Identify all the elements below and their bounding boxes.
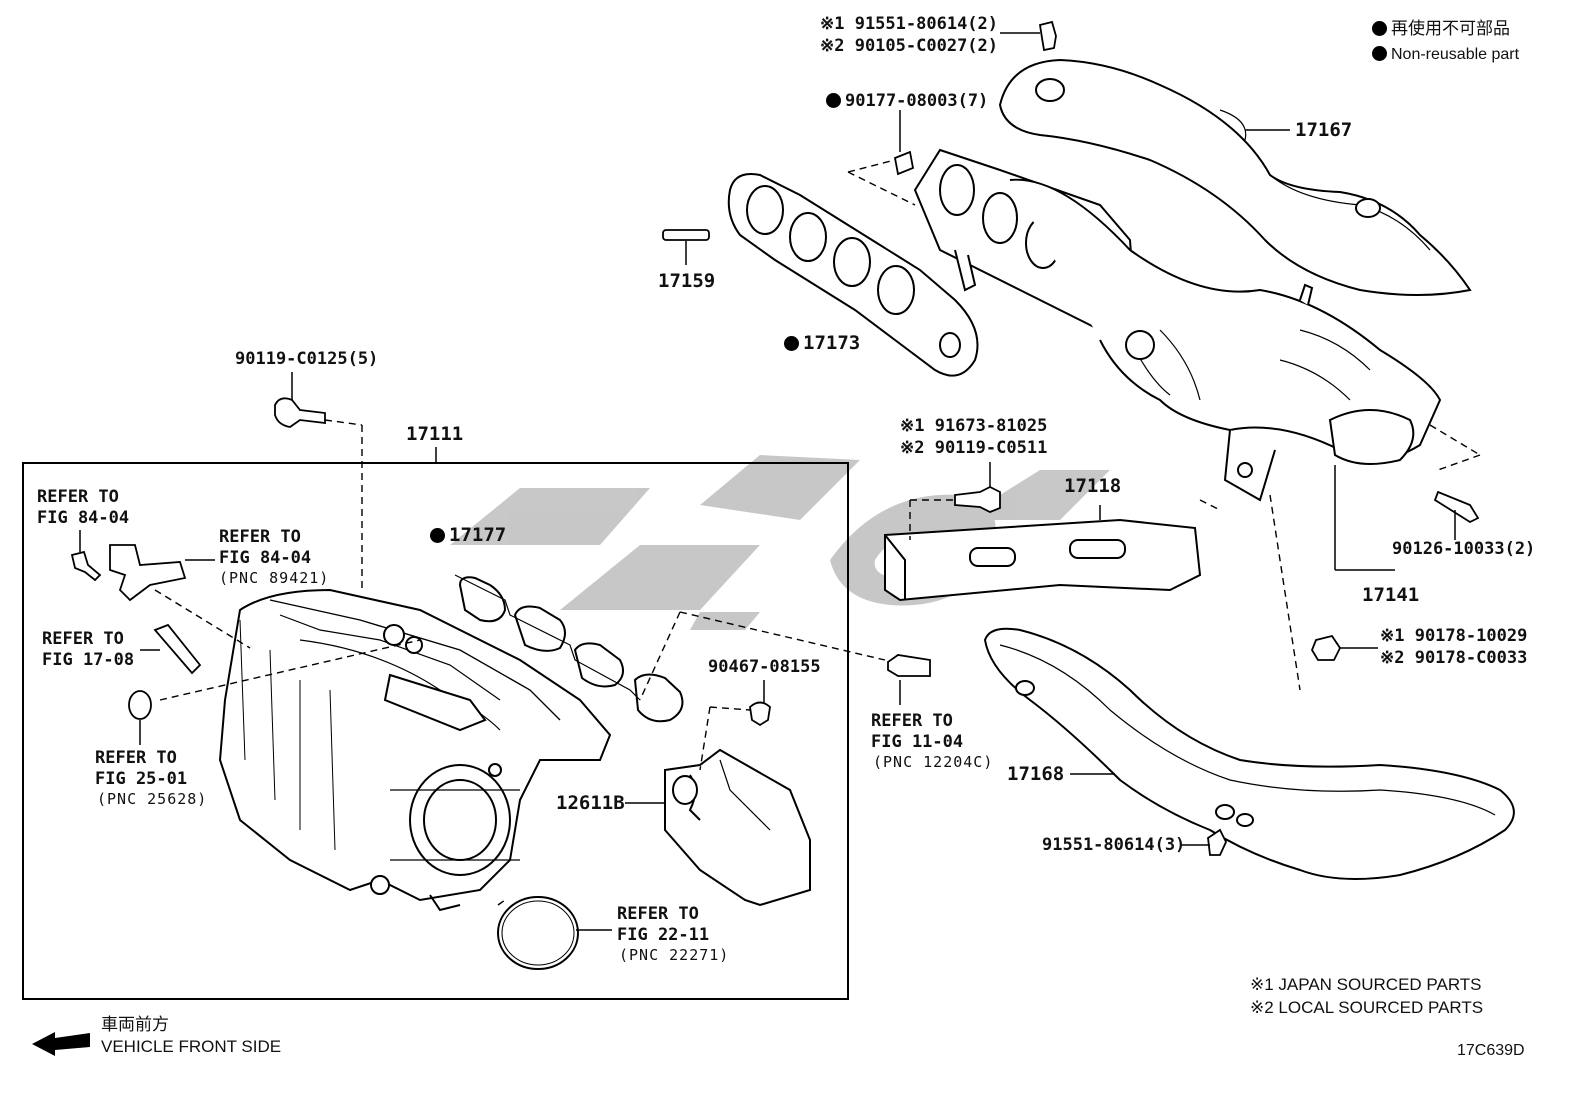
label-17159: 17159 [658,270,716,292]
ref-fig-22-11[interactable]: REFER TO FIG 22-11 [617,904,710,945]
label-top-bolt-2: ※2 90105-C0027(2) [820,36,999,56]
footnote-local-sourced: ※2 LOCAL SOURCED PARTS [1250,998,1484,1017]
non-reusable-dot-icon [430,528,445,543]
label-17173: 17173 [784,334,860,353]
ref-fig-17-08[interactable]: REFER TO FIG 17-08 [42,629,135,670]
bracket-17118 [884,518,1202,602]
label-nut-right-2: ※2 90178-C0033 [1380,648,1528,668]
legend-non-reusable-ja: 再使用不可部品 [1372,20,1510,37]
label-nut-right-1: ※1 90178-10029 [1380,626,1528,646]
vehicle-front-arrow-icon [32,1032,90,1056]
label-clip-90467: 90467-08155 [708,657,821,677]
pnc-22271: (PNC 22271) [619,946,730,964]
legend-text-en: Non-reusable part [1391,46,1520,63]
label-17118: 17118 [1064,475,1122,497]
ref-fig-11-04[interactable]: REFER TO FIG 11-04 [871,711,964,752]
label-bolt-91551-3: 91551-80614(3) [1042,835,1186,855]
footnote-japan-sourced: ※1 JAPAN SOURCED PARTS [1250,975,1482,994]
watermark-logo [450,455,1110,630]
label-17177: 17177 [430,526,506,545]
pnc-12204c: (PNC 12204C) [873,753,994,771]
label-top-bolt-1: ※1 91551-80614(2) [820,14,999,34]
vehicle-front-en: VEHICLE FRONT SIDE [101,1037,282,1056]
intake-manifold-17111 [218,588,612,912]
p-17173-text: 17173 [803,332,861,354]
non-reusable-dot-icon [784,336,799,351]
label-mid-bolt-1: ※1 91673-81025 [900,416,1048,436]
non-reusable-dot-icon [826,93,841,108]
legend-text-ja: 再使用不可部品 [1391,19,1510,38]
label-17168: 17168 [1007,763,1065,785]
label-mid-bolt-2: ※2 90119-C0511 [900,438,1048,458]
label-17111: 17111 [406,423,464,445]
non-reusable-dot-icon [1372,21,1387,36]
label-bolt-90119-c0125: 90119-C0125(5) [235,349,379,369]
legend-non-reusable-en: Non-reusable part [1372,46,1519,63]
vehicle-front-ja: 車両前方 [101,1015,169,1034]
intake-gasket-17177 [454,574,684,723]
nut-90177-text: 90177-08003(7) [845,91,989,111]
figure-code: 17C639D [1457,1042,1525,1059]
label-17141: 17141 [1362,584,1420,606]
cover-12611b [664,748,811,907]
exhaust-gasket-17173 [727,173,979,377]
label-stud-90126: 90126-10033(2) [1392,539,1536,559]
heat-insulator-17168 [983,627,1515,880]
ref-fig-84-04-b[interactable]: REFER TO FIG 84-04 [219,527,312,568]
heat-insulator-17167 [998,58,1472,296]
label-nut-90177: 90177-08003(7) [826,93,988,110]
label-17167: 17167 [1295,119,1353,141]
p-17177-text: 17177 [449,524,507,546]
ref-fig-25-01[interactable]: REFER TO FIG 25-01 [95,748,188,789]
non-reusable-dot-icon [1372,46,1387,61]
leader-lines [79,32,1456,931]
ref-fig-84-04-a[interactable]: REFER TO FIG 84-04 [37,487,130,528]
misc-fasteners [70,20,1480,856]
label-12611b: 12611B [556,792,625,814]
exhaust-manifold-17141 [913,148,1442,502]
pnc-25628: (PNC 25628) [97,790,208,808]
pnc-89421: (PNC 89421) [219,569,330,587]
dashed-guides [154,159,1481,906]
o-ring-22271 [497,896,579,970]
